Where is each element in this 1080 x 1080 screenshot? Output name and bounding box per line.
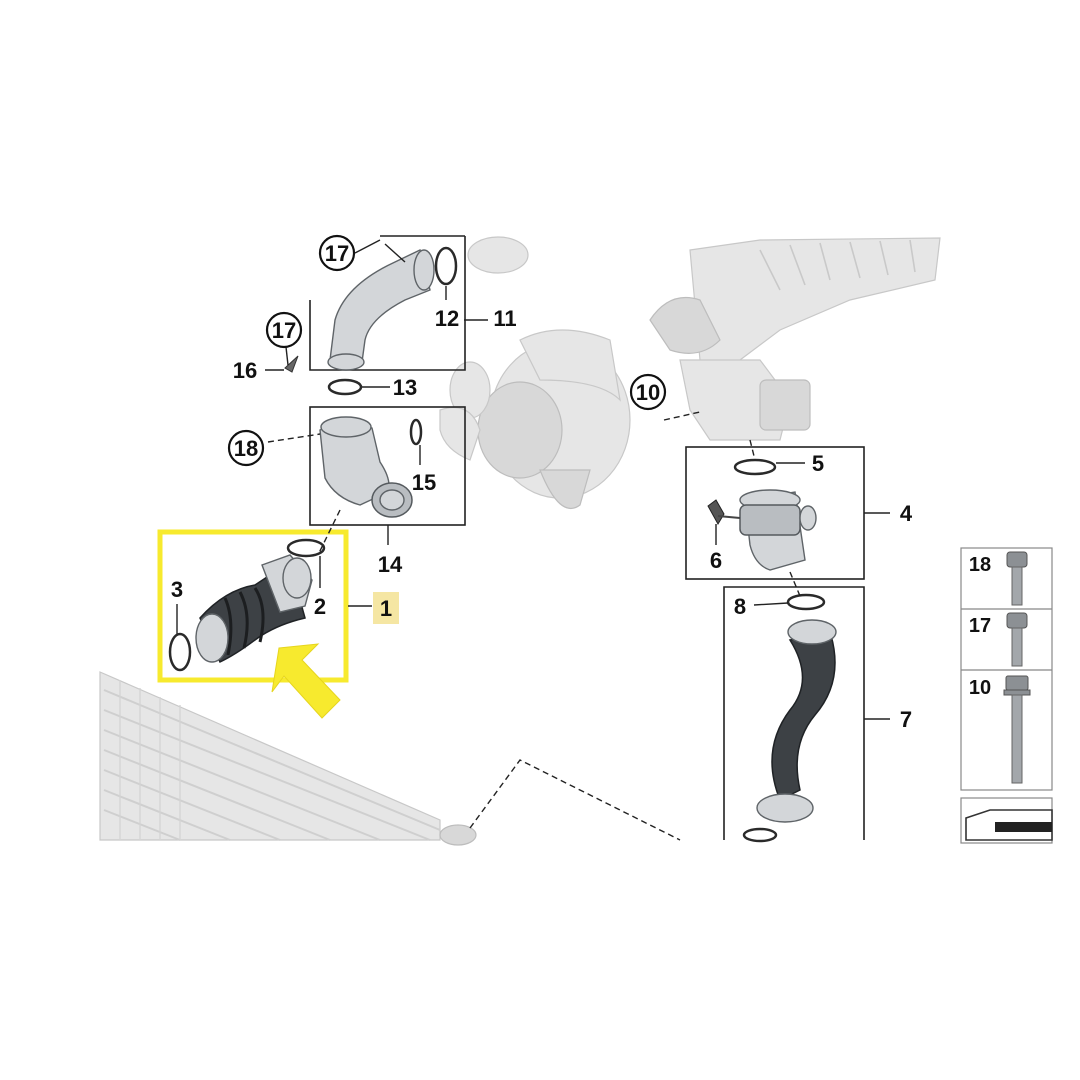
oring-2: [286, 538, 326, 558]
part-11-pipe: [284, 246, 458, 396]
oring-15: [409, 418, 423, 446]
callout-5: 5: [812, 451, 824, 476]
callout-1-highlight: [373, 592, 399, 624]
fastener-legend: 18 17 10: [960, 547, 1053, 844]
oring-3: [168, 632, 192, 672]
callout-18: 18: [234, 436, 258, 461]
callout-3: 3: [171, 577, 183, 602]
intake-manifold-ghost: [649, 237, 941, 441]
callout-18-circle: [227, 429, 265, 467]
callout-8: 8: [734, 594, 746, 619]
callout-11: 11: [493, 306, 516, 331]
callout-1: 1: [380, 596, 392, 621]
part-7-hose: [742, 593, 837, 843]
bolt-hex-flange-icon: [1003, 675, 1031, 784]
callout-10: 10: [636, 380, 660, 405]
part-14-connector: [319, 416, 423, 518]
bolt-socket-head-icon: [1006, 551, 1028, 606]
callout-2: 2: [314, 594, 326, 619]
bolt-socket-head-icon: [1006, 612, 1028, 667]
highlight-box: [157, 529, 349, 683]
callout-7: 7: [900, 707, 912, 732]
legend-label-17: 17: [969, 615, 991, 637]
legend-label-10: 10: [969, 677, 991, 699]
part-1-hose: [168, 538, 341, 719]
callout-17a: 17: [325, 241, 349, 266]
legend-frame: [960, 547, 1053, 791]
part-4-housing: [707, 458, 817, 571]
box-7: [723, 586, 865, 840]
oring-12: [434, 246, 458, 286]
callouts: 17 17 16 12 11 13 18 15 14 2 3 1 10 5 4 …: [171, 234, 913, 732]
oring-5: [733, 458, 777, 476]
callout-14: 14: [378, 552, 403, 577]
oring-8: [786, 593, 826, 611]
callout-6: 6: [710, 548, 722, 573]
highlight-arrow: [271, 643, 341, 719]
background-engine-parts: [99, 236, 941, 846]
callout-16: 16: [233, 358, 257, 383]
oring-bottom: [742, 827, 778, 843]
callout-17a-circle: [318, 234, 356, 272]
leader-lines: [176, 239, 890, 841]
sensor-6: [707, 499, 725, 525]
box-11: [309, 236, 466, 371]
callout-12: 12: [435, 306, 459, 331]
callout-17b: 17: [272, 318, 296, 343]
legend-label-18: 18: [969, 554, 991, 576]
callout-17b-circle: [265, 311, 303, 349]
callout-10-circle: [629, 373, 667, 411]
oring-13: [327, 378, 363, 396]
callout-15: 15: [412, 470, 436, 495]
callout-4: 4: [900, 501, 913, 526]
turbocharger-ghost: [439, 236, 631, 510]
intercooler-ghost: [99, 671, 477, 846]
callout-13: 13: [393, 375, 417, 400]
sealant-tube-icon: [965, 809, 1053, 841]
